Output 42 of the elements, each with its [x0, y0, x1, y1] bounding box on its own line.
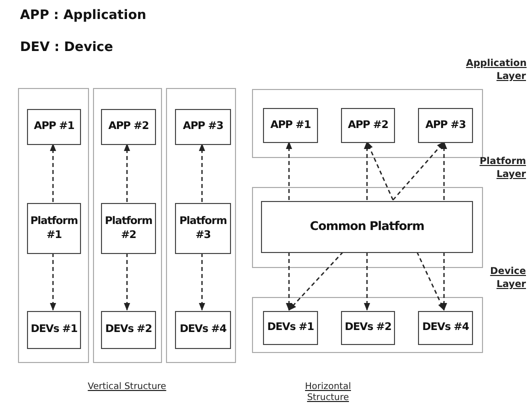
structure-column — [93, 88, 162, 363]
structure-column — [166, 88, 236, 363]
component-box: Common Platform — [261, 201, 473, 253]
dashed-arrow — [286, 141, 292, 200]
dashed-arrow — [364, 252, 370, 311]
structure-caption: Horizontal Structure — [304, 382, 352, 404]
component-box: APP #1 — [27, 109, 81, 145]
layer-title: Platform Layer — [478, 156, 526, 182]
component-box: APP #3 — [175, 109, 231, 145]
dashed-arrow — [288, 252, 344, 311]
dashed-arrow — [198, 253, 206, 311]
component-box: DEVs #4 — [175, 311, 231, 349]
dashed-arrow — [198, 143, 206, 202]
structure-column — [18, 88, 89, 363]
legend-text: APP : Application — [20, 8, 146, 23]
component-box: DEVs #2 — [101, 311, 156, 349]
dashed-arrow — [124, 253, 130, 311]
component-box: Platform #3 — [175, 203, 231, 254]
component-box: DEVs #1 — [263, 311, 318, 345]
component-box: APP #1 — [263, 108, 318, 143]
dashed-arrow — [286, 252, 292, 311]
component-box: DEVs #2 — [341, 311, 395, 345]
dashed-arrow — [440, 141, 448, 200]
dashed-arrow — [124, 143, 130, 202]
component-box: DEVs #1 — [27, 311, 81, 349]
component-box: APP #2 — [341, 108, 395, 143]
dashed-arrow — [440, 252, 448, 311]
legend-text: DEV : Device — [20, 40, 114, 55]
layer-title: Application Layer — [466, 58, 526, 84]
component-box: APP #3 — [418, 108, 473, 143]
dashed-arrow — [50, 143, 56, 202]
component-box: APP #2 — [101, 109, 156, 145]
dashed-arrow — [366, 141, 394, 200]
dashed-arrow — [392, 141, 445, 200]
component-box: Platform #2 — [101, 203, 156, 254]
component-box: Platform #1 — [27, 203, 81, 254]
layer-title: Device Layer — [489, 266, 526, 292]
component-box: DEVs #4 — [418, 311, 473, 345]
dashed-arrow — [364, 141, 370, 200]
dashed-arrow — [50, 253, 56, 311]
structure-caption: Vertical Structure — [86, 382, 168, 394]
dashed-arrow — [416, 252, 445, 311]
